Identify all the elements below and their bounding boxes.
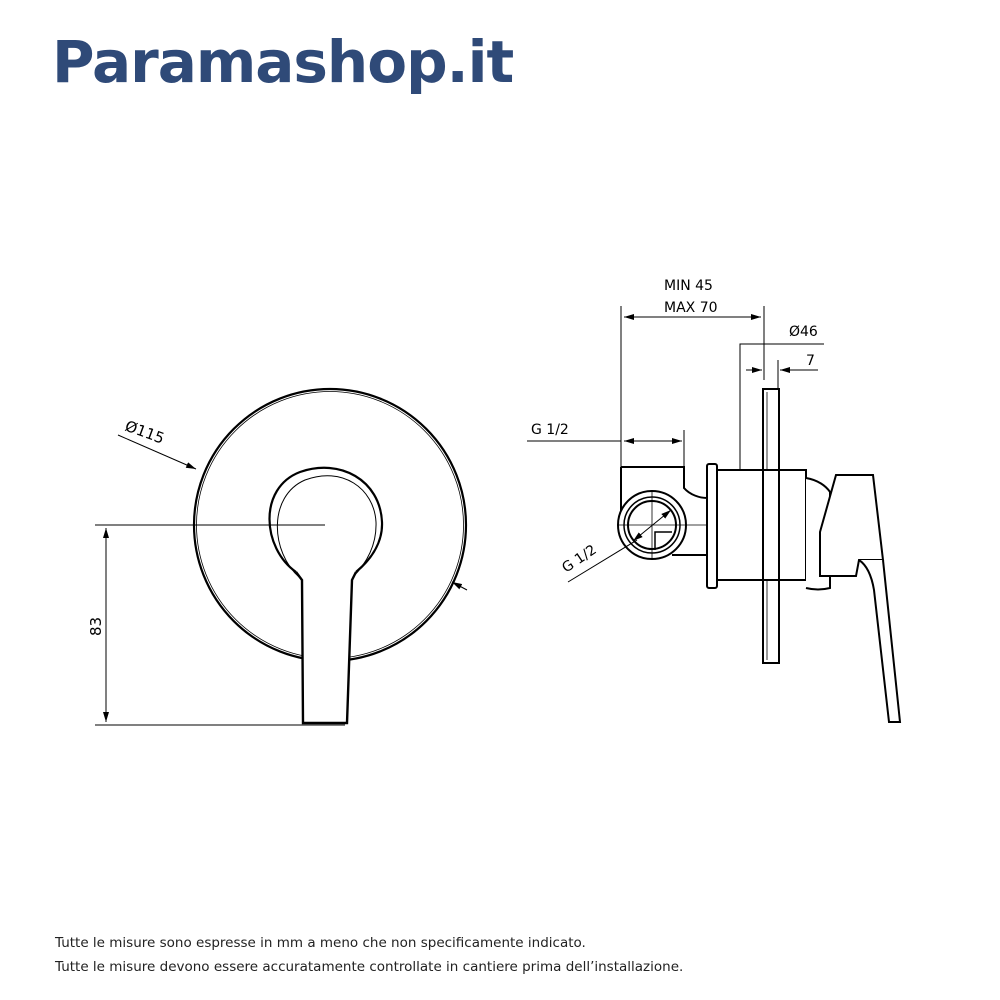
thickness-7-label: 7 <box>806 353 815 369</box>
height-83-label: 83 <box>87 617 105 636</box>
side-view <box>527 306 902 723</box>
depth-min-label: MIN 45 <box>664 278 713 294</box>
note-line-1: Tutte le misure sono espresse in mm a me… <box>55 935 586 951</box>
note-line-2: Tutte le misure devono essere accuratame… <box>55 959 684 975</box>
front-view <box>95 387 468 726</box>
connection-top-label: G 1/2 <box>531 422 569 438</box>
brand-logo: Paramashop.it <box>52 28 514 96</box>
connection-side-label: G 1/2 <box>559 542 599 576</box>
diameter-46-label: Ø46 <box>789 324 818 340</box>
depth-max-label: MAX 70 <box>664 300 718 316</box>
diameter-115-label: Ø115 <box>123 417 167 448</box>
lever-front <box>295 571 358 725</box>
lever-side <box>858 559 902 723</box>
